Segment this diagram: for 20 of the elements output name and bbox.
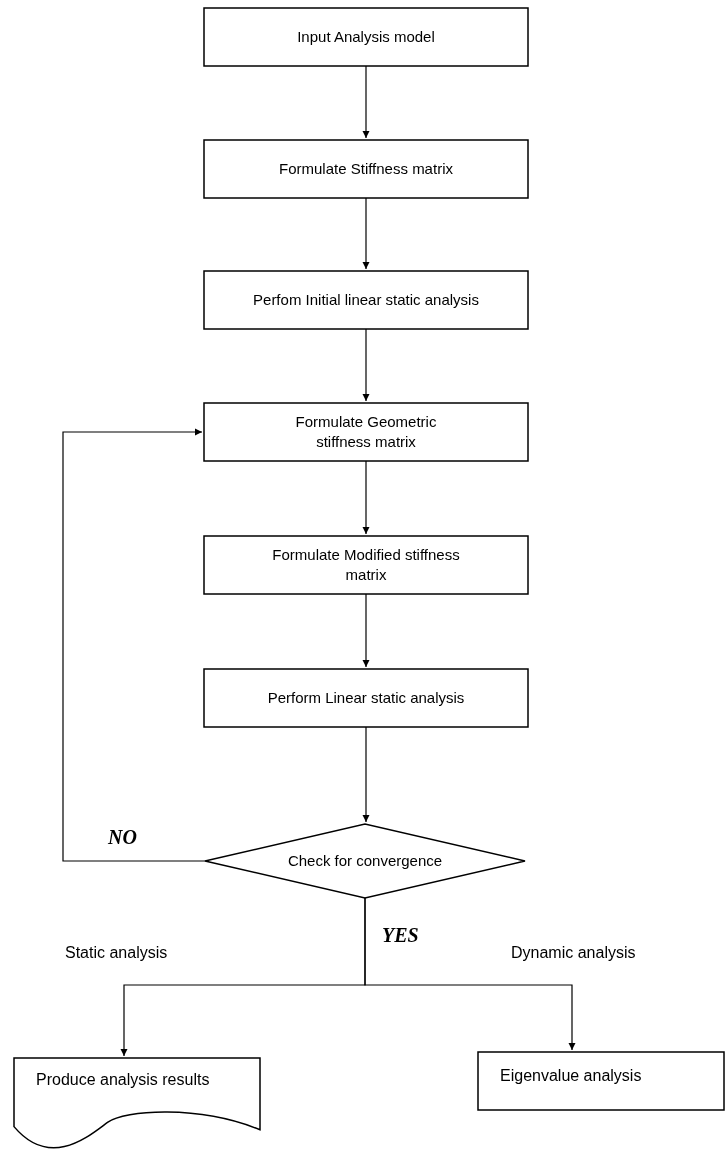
arrow <box>362 197 370 270</box>
arrow <box>364 897 576 1051</box>
node-text: Formulate Stiffness matrix <box>279 159 453 179</box>
arrow <box>362 65 370 139</box>
arrow <box>362 328 370 402</box>
node-text: Input Analysis model <box>297 27 435 47</box>
node-text: Check for convergence <box>287 851 443 871</box>
node-text: Produce analysis results <box>36 1070 210 1090</box>
node-text: Perform Linear static analysis <box>267 688 465 708</box>
node-text: Perfom Initial linear static analysis <box>253 290 479 310</box>
arrow <box>362 726 370 823</box>
arrow <box>362 593 370 668</box>
node-text: Formulate Modified stiffness matrix <box>271 545 461 585</box>
arrow <box>62 428 206 862</box>
branch-label: YES <box>382 924 419 947</box>
node-text: Eigenvalue analysis <box>500 1066 642 1086</box>
node-text: Formulate Geometric stiffness matrix <box>294 412 438 452</box>
edge-label: Static analysis <box>65 944 168 962</box>
edge-label: Dynamic analysis <box>511 944 636 962</box>
arrow <box>362 460 370 535</box>
